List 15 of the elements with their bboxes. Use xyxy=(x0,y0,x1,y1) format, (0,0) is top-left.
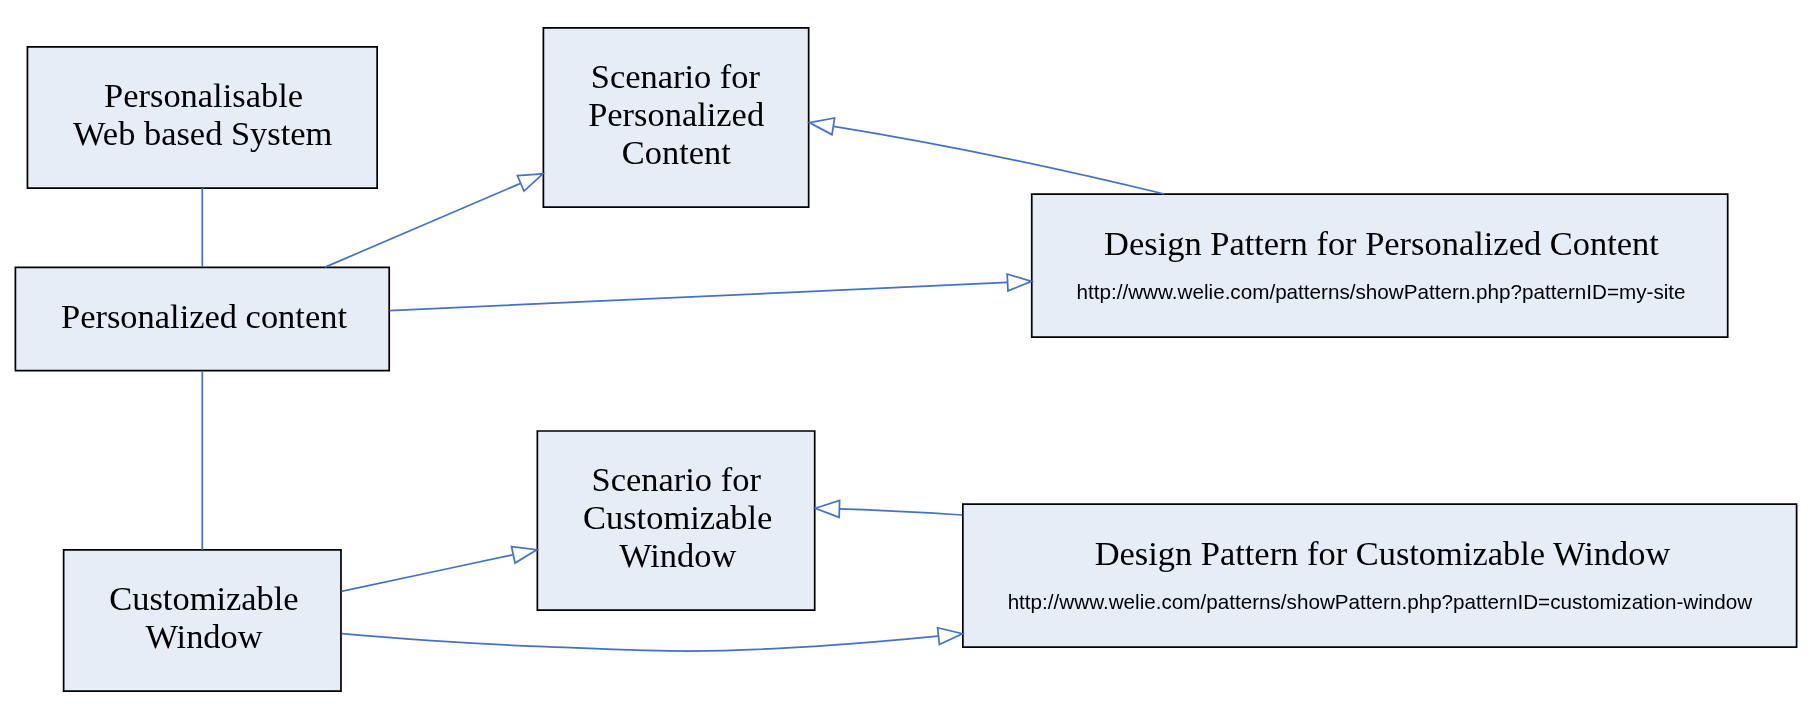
node-box: Personalized content xyxy=(14,266,391,372)
arrow xyxy=(806,116,1166,195)
node-box: Personalisable Web based System xyxy=(26,46,378,189)
arrow xyxy=(812,499,964,519)
arrow xyxy=(324,172,546,268)
arrow xyxy=(388,272,1035,312)
node-box: Design Pattern for Personalized Content http://www.welie.com/patterns/showPattern.php?patternID=my-site xyxy=(1030,193,1729,338)
connector xyxy=(201,187,204,268)
node-box: Customizable Window xyxy=(62,549,342,692)
node-box: Scenario for Customizable Window xyxy=(536,430,816,611)
node-box: Design Pattern for Customizable Window http://www.welie.com/patterns/showPattern.php?patternID=customization-window xyxy=(962,503,1798,649)
arrow xyxy=(340,545,540,593)
connector xyxy=(201,370,204,551)
arrow xyxy=(340,626,966,652)
node-box: Scenario for Personalized Content xyxy=(542,27,810,208)
